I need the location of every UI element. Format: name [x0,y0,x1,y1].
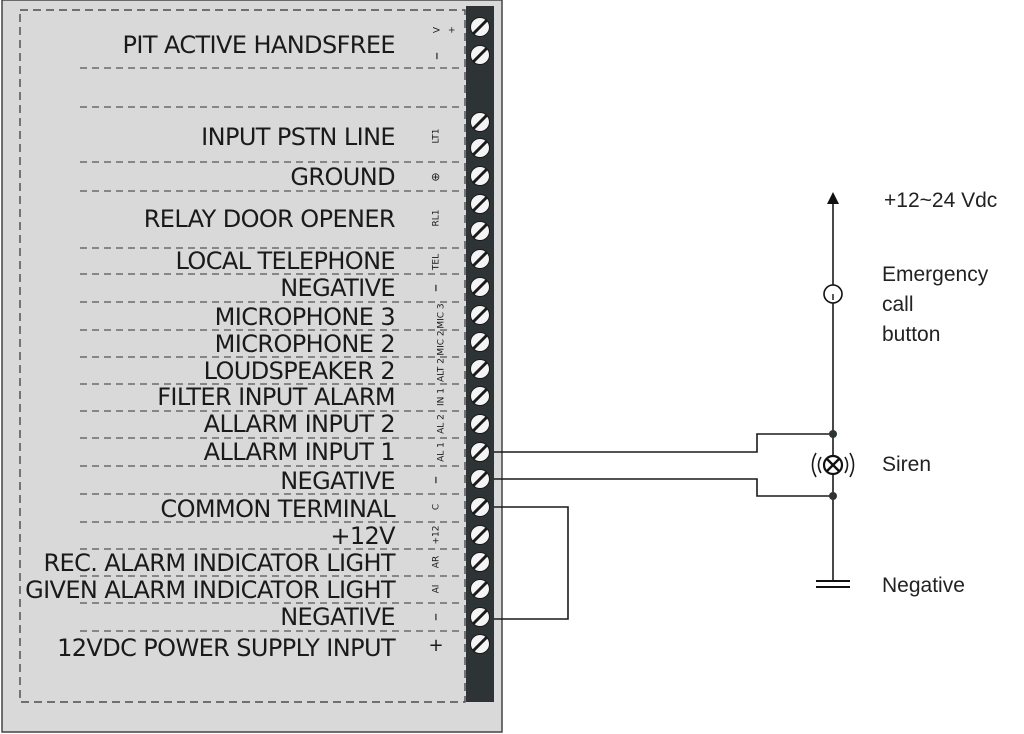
terminal-code-mic2: MIC 2 [437,330,447,355]
supply-arrow [827,192,839,204]
terminal-label-negative-2: NEGATIVE [280,467,395,495]
siren-wave-left-2 [811,452,817,478]
terminal-label-filter-input-alarm: FILTER INPUT ALARM [157,383,395,411]
wires [494,433,833,620]
terminal-screw-slot-7 [471,222,489,240]
siren-wave-left-1 [817,456,822,474]
terminal-screw-slot-14 [471,415,489,433]
terminal-label-pit-active-handsfree: PIT ACTIVE HANDSFREE [123,31,396,59]
terminal-code-ar: AR [432,556,442,568]
terminal-screw-slot-11 [471,333,489,351]
terminal-code-plus-power: + [428,635,443,656]
terminal-label-negative-3: NEGATIVE [280,603,395,631]
terminal-code-ai: AI [432,585,442,594]
terminal-screw-slot-16 [471,470,489,488]
terminal-screw-slot-17 [471,498,489,516]
module-panel [1,0,503,733]
terminal-code-minus-top: – [427,52,446,60]
terminal-screw-slot-20 [471,580,489,598]
terminal-label-allarm-input-1: ALLARM INPUT 1 [204,438,395,466]
terminal-label-allarm-input-2: ALLARM INPUT 2 [204,410,395,438]
terminal-code-minus-2: – [426,476,445,484]
module-dashed-border [19,9,466,703]
terminal-label-ground: GROUND [290,163,395,191]
terminal-label-relay-door-opener: RELAY DOOR OPENER [144,205,395,233]
siren-wave-right-2 [849,452,855,478]
terminal-codes: V + – LT1 ⊕ RL1 TEL – MIC 3 MIC 2 ALT 2 … [426,26,458,656]
terminal-code-rl1: RL1 [432,210,442,227]
terminal-code-c: C [432,504,442,510]
terminal-label-microphone-2: MICROPHONE 2 [215,330,395,358]
terminal-label-microphone-3: MICROPHONE 3 [215,303,395,331]
node-dot-bottom [829,492,837,500]
terminal-code-v: V [433,26,443,33]
terminal-label-rec-alarm-indicator-light: REC. ALARM INDICATOR LIGHT [43,549,395,577]
wire-allarm-input-1 [494,433,833,453]
terminal-screw-slot-8 [471,250,489,268]
terminal-code-ground: ⊕ [429,172,442,181]
terminal-screw-slot-3 [471,113,489,131]
terminal-screw-slot-9 [471,278,489,296]
terminal-label-given-alarm-indicator-light: GIVEN ALARM INDICATOR LIGHT [25,576,396,604]
terminal-code-al1: AL 1 [437,442,447,462]
terminal-label-input-pstn-line: INPUT PSTN LINE [201,123,395,151]
terminal-screw-slot-22 [471,635,489,653]
terminal-screw-slot-5 [471,167,489,185]
terminal-screw-slot-13 [471,387,489,405]
terminal-screw-slot-12 [471,360,489,378]
terminal-code-plus: + [448,26,458,34]
emergency-button-label-line-1: Emergency [882,263,989,286]
terminal-label-negative-1: NEGATIVE [280,274,395,302]
terminal-screw-slot-1 [471,18,489,36]
terminal-code-lt1: LT1 [432,129,442,144]
terminal-screw-slot-10 [471,306,489,324]
siren-label: Siren [882,453,931,476]
node-dot-top [829,430,837,438]
terminal-label-plus-12v: +12V [330,522,396,550]
emergency-button-label-line-2: call [882,293,914,316]
terminal-code-in1: IN 1 [437,388,447,406]
terminal-code-plus12: +12 [432,526,442,545]
supply-voltage-label: +12~24 Vdc [884,189,997,212]
alarm-circuit: +12~24 Vdc Emergency call button Siren N… [811,189,997,597]
terminal-label-common-terminal: COMMON TERMINAL [160,495,396,523]
wire-common-to-negative-jumper [494,506,569,620]
terminal-label-local-telephone: LOCAL TELEPHONE [176,247,395,275]
terminal-code-tel: TEL [432,254,442,271]
terminal-code-minus-3: – [426,613,445,621]
terminal-label-12vdc-power-supply-input: 12VDC POWER SUPPLY INPUT [57,634,396,662]
wire-negative-to-siren [494,478,833,497]
terminal-screw-slot-21 [471,608,489,626]
siren-wave-right-1 [844,456,849,474]
terminal-screw-slot-4 [471,139,489,157]
terminal-screw-slot-18 [471,526,489,544]
siren-cross-b [826,458,840,472]
negative-label: Negative [882,574,965,597]
terminal-code-mic3: MIC 3 [437,303,447,328]
terminal-code-minus-1: – [426,284,445,292]
emergency-button-label-line-3: button [882,323,940,346]
terminal-screw-slot-19 [471,553,489,571]
terminal-code-al2: AL 2 [437,414,447,434]
terminal-code-alt2: ALT 2 [437,358,447,382]
terminal-screw-slot-15 [471,443,489,461]
terminal-screw-slot-2 [471,46,489,64]
terminal-label-loudspeaker-2: LOUDSPEAKER 2 [204,357,395,385]
terminal-labels: PIT ACTIVE HANDSFREE INPUT PSTN LINE GRO… [25,31,397,662]
terminal-screw-slot-6 [471,195,489,213]
row-separators [80,67,462,632]
terminal-screws [470,17,490,654]
